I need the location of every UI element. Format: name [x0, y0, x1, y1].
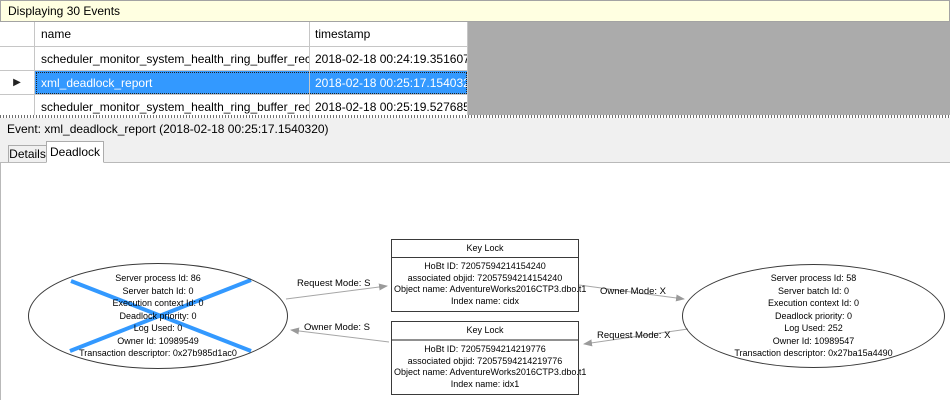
events-grid[interactable]: name timestamp scheduler_monitor_system_…: [0, 22, 950, 115]
row-selector-header: [0, 22, 35, 47]
table-row-selected[interactable]: ▶ xml_deadlock_report 2018-02-18 00:25:1…: [0, 71, 950, 95]
process-attr: Log Used: 0: [133, 323, 183, 334]
process-attr: Server batch Id: 0: [122, 285, 194, 296]
resource-attr: Object name: AdventureWorks2016CTP3.dbo.…: [394, 284, 587, 294]
resource-attr: HoBt ID: 72057594214219776: [424, 344, 546, 354]
tab-details[interactable]: Details: [8, 145, 47, 163]
process-attr: Execution context Id: 0: [112, 298, 204, 309]
process-attr: Transaction descriptor: 0x27ba15a4490: [734, 348, 893, 359]
resource-node-keylock-cidx: Key Lock HoBt ID: 72057594214154240 asso…: [391, 239, 587, 312]
event-name-cell[interactable]: scheduler_monitor_system_health_ring_buf…: [35, 47, 310, 71]
table-row[interactable]: scheduler_monitor_system_health_ring_buf…: [0, 47, 950, 71]
detail-tabstrip: Details Deadlock: [0, 140, 950, 163]
process-attr: Server process Id: 86: [115, 273, 201, 284]
process-attr: Server process Id: 58: [770, 273, 857, 284]
event-timestamp-cell[interactable]: 2018-02-18 00:25:19.5276859: [310, 95, 468, 115]
column-header-name[interactable]: name: [35, 22, 310, 47]
process-attr: Owner Id: 10989549: [117, 335, 199, 346]
event-timestamp-cell[interactable]: 2018-02-18 00:25:17.1540320: [310, 71, 468, 95]
process-node: Server process Id: 58 Server batch Id: 0…: [682, 264, 945, 368]
resource-attr: HoBt ID: 72057594214154240: [424, 261, 546, 271]
process-attr: Execution context Id: 0: [767, 298, 860, 309]
resource-node-keylock-idx1: Key Lock HoBt ID: 72057594214219776 asso…: [391, 321, 587, 395]
current-row-pointer-icon: ▶: [13, 77, 21, 88]
edge-request-x: [583, 328, 689, 347]
resource-title: Key Lock: [392, 240, 578, 258]
resource-attr: Object name: AdventureWorks2016CTP3.dbo.…: [394, 367, 587, 377]
event-name-cell[interactable]: xml_deadlock_report: [35, 71, 310, 95]
deadlock-graph-panel: Server process Id: 86 Server batch Id: 0…: [0, 162, 950, 400]
process-attr: Server batch Id: 0: [777, 285, 850, 296]
process-node-victim: Server process Id: 86 Server batch Id: 0…: [28, 263, 288, 369]
events-count-bar: Displaying 30 Events: [0, 0, 950, 22]
table-row[interactable]: scheduler_monitor_system_health_ring_buf…: [0, 95, 950, 115]
row-selector-cell[interactable]: [0, 95, 35, 115]
edge-owner-s: [290, 327, 390, 343]
process-attr: Owner Id: 10989547: [772, 335, 855, 346]
row-selector-cell[interactable]: ▶: [0, 71, 35, 95]
process-attr: Transaction descriptor: 0x27b985d1ac0: [79, 348, 237, 359]
resource-attr: Index name: cidx: [450, 295, 520, 306]
event-timestamp-cell[interactable]: 2018-02-18 00:24:19.3516078: [310, 47, 468, 71]
resource-title: Key Lock: [392, 322, 578, 341]
column-header-timestamp[interactable]: timestamp: [310, 22, 468, 47]
process-attr: Deadlock priority: 0: [119, 310, 197, 321]
tab-deadlock[interactable]: Deadlock: [46, 141, 104, 163]
edge-label-owner-s: Owner Mode: S: [304, 322, 370, 333]
edge-label-request-x: Request Mode: X: [597, 330, 671, 341]
edge-owner-x: [578, 284, 685, 302]
resource-attr: associated objid: 72057594214219776: [407, 355, 563, 366]
row-selector-cell[interactable]: [0, 47, 35, 71]
edge-label-owner-x: Owner Mode: X: [600, 286, 666, 297]
edge-request-s: [285, 283, 388, 300]
resource-attr: Index name: idx1: [450, 378, 520, 389]
edge-label-request-s: Request Mode: S: [297, 278, 371, 289]
resource-attr: associated objid: 72057594214154240: [407, 272, 563, 283]
grid-detail-splitter[interactable]: [0, 115, 950, 118]
process-attr: Deadlock priority: 0: [774, 310, 853, 321]
event-name-cell[interactable]: scheduler_monitor_system_health_ring_buf…: [35, 95, 310, 115]
grid-header-row: name timestamp: [0, 22, 950, 47]
selected-event-header: Event: xml_deadlock_report (2018-02-18 0…: [0, 118, 950, 140]
process-attr: Log Used: 252: [784, 323, 843, 334]
